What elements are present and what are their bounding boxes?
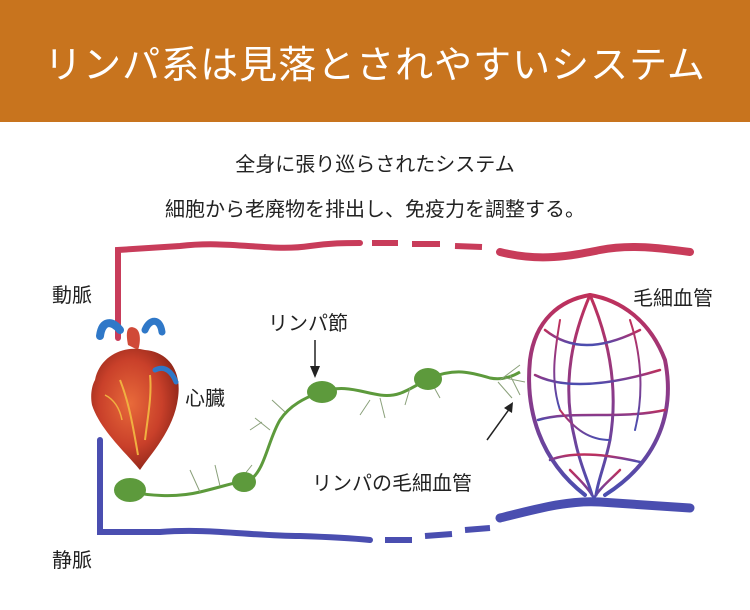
lymph-node — [114, 478, 146, 502]
lymph-capillaries-label: リンパの毛細血管 — [312, 471, 472, 495]
lymph-capillary-arrow — [486, 402, 513, 441]
artery-vessel — [115, 240, 694, 341]
title-banner: リンパ系は見落とされやすいシステム — [0, 0, 750, 122]
page-title: リンパ系は見落とされやすいシステム — [44, 42, 706, 87]
lymph-node — [232, 472, 256, 492]
lymph-vessel — [114, 364, 526, 502]
vein-label: 静脈 — [52, 548, 92, 572]
heart-illustration — [91, 317, 179, 470]
vein-vessel — [97, 437, 695, 543]
description-line-1: 全身に張り巡らされたシステム — [235, 152, 515, 176]
lymph-node — [414, 368, 442, 390]
description-line-2: 細胞から老廃物を排出し、免疫力を調整する。 — [165, 197, 585, 221]
lymph-node-label: リンパ節 — [268, 311, 348, 335]
lymph-node — [307, 381, 337, 403]
heart-label: 心臓 — [185, 386, 225, 410]
capillaries-label: 毛細血管 — [633, 286, 713, 310]
lymph-node-arrow — [310, 340, 320, 378]
artery-label: 動脈 — [52, 283, 92, 307]
capillary-bed — [527, 251, 670, 523]
